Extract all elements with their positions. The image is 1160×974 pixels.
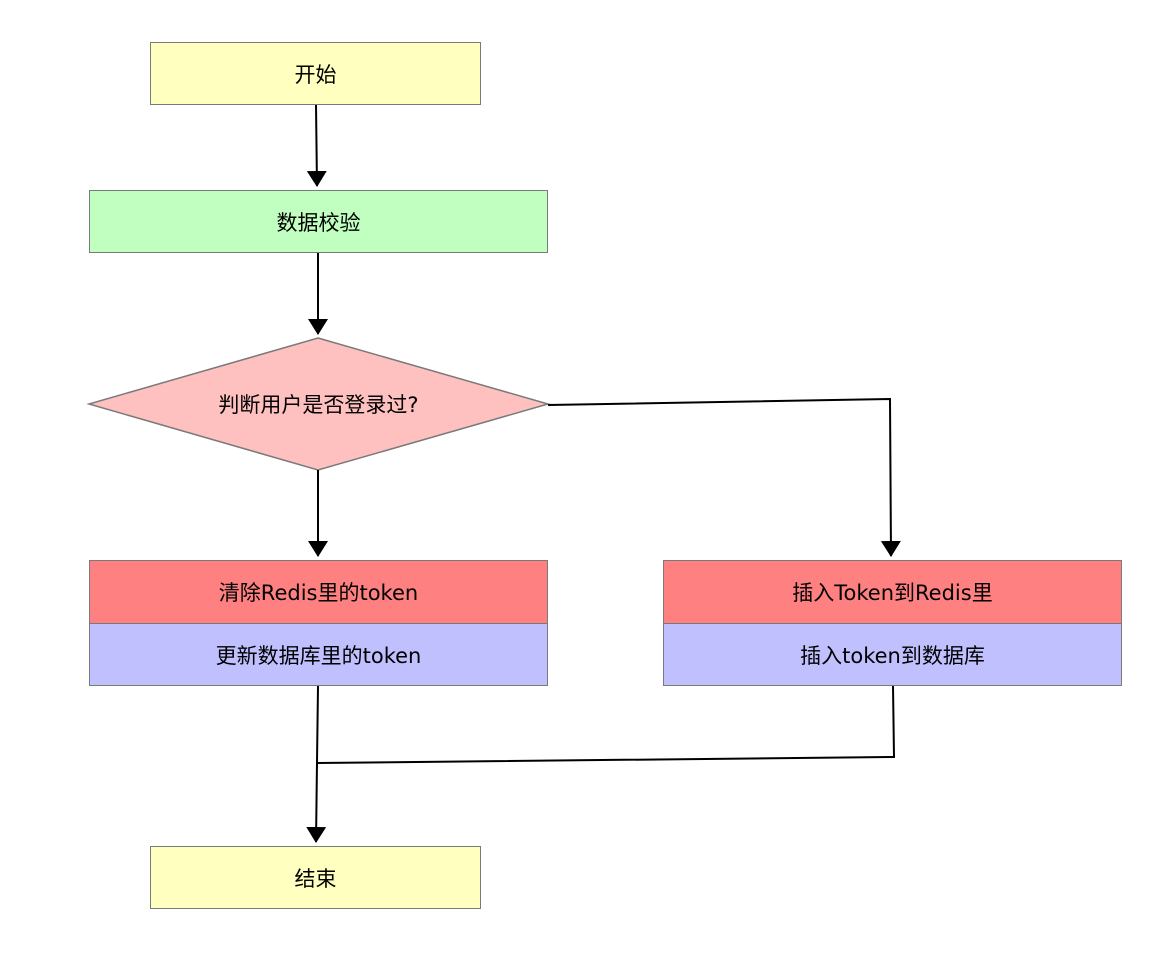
insert-redis-node-label: 插入Token到Redis里 (792, 581, 993, 605)
end-node-label: 结束 (294, 866, 337, 891)
validate-node-label: 数据校验 (276, 210, 361, 235)
update-db-node: 更新数据库里的token (89, 623, 548, 686)
edge-start-to-validate (306, 104, 327, 187)
decision-node-label: 判断用户是否登录过? (218, 393, 419, 417)
edge-decision-to-insert-redis (547, 397, 901, 557)
edge-right-group-to-merge (316, 685, 896, 764)
end-node: 结束 (150, 846, 481, 909)
edge-left-group-to-end (306, 685, 327, 843)
insert-redis-node: 插入Token到Redis里 (663, 560, 1122, 624)
update-db-node-label: 更新数据库里的token (215, 643, 422, 668)
decision-node: 判断用户是否登录过? (89, 338, 548, 470)
insert-db-node: 插入token到数据库 (663, 623, 1122, 686)
clear-redis-node-label: 清除Redis里的token (218, 581, 419, 605)
insert-db-node-label: 插入token到数据库 (800, 643, 985, 668)
start-node: 开始 (150, 42, 481, 105)
validate-node: 数据校验 (89, 190, 548, 253)
start-node-label: 开始 (294, 62, 337, 87)
clear-redis-node: 清除Redis里的token (89, 560, 548, 624)
